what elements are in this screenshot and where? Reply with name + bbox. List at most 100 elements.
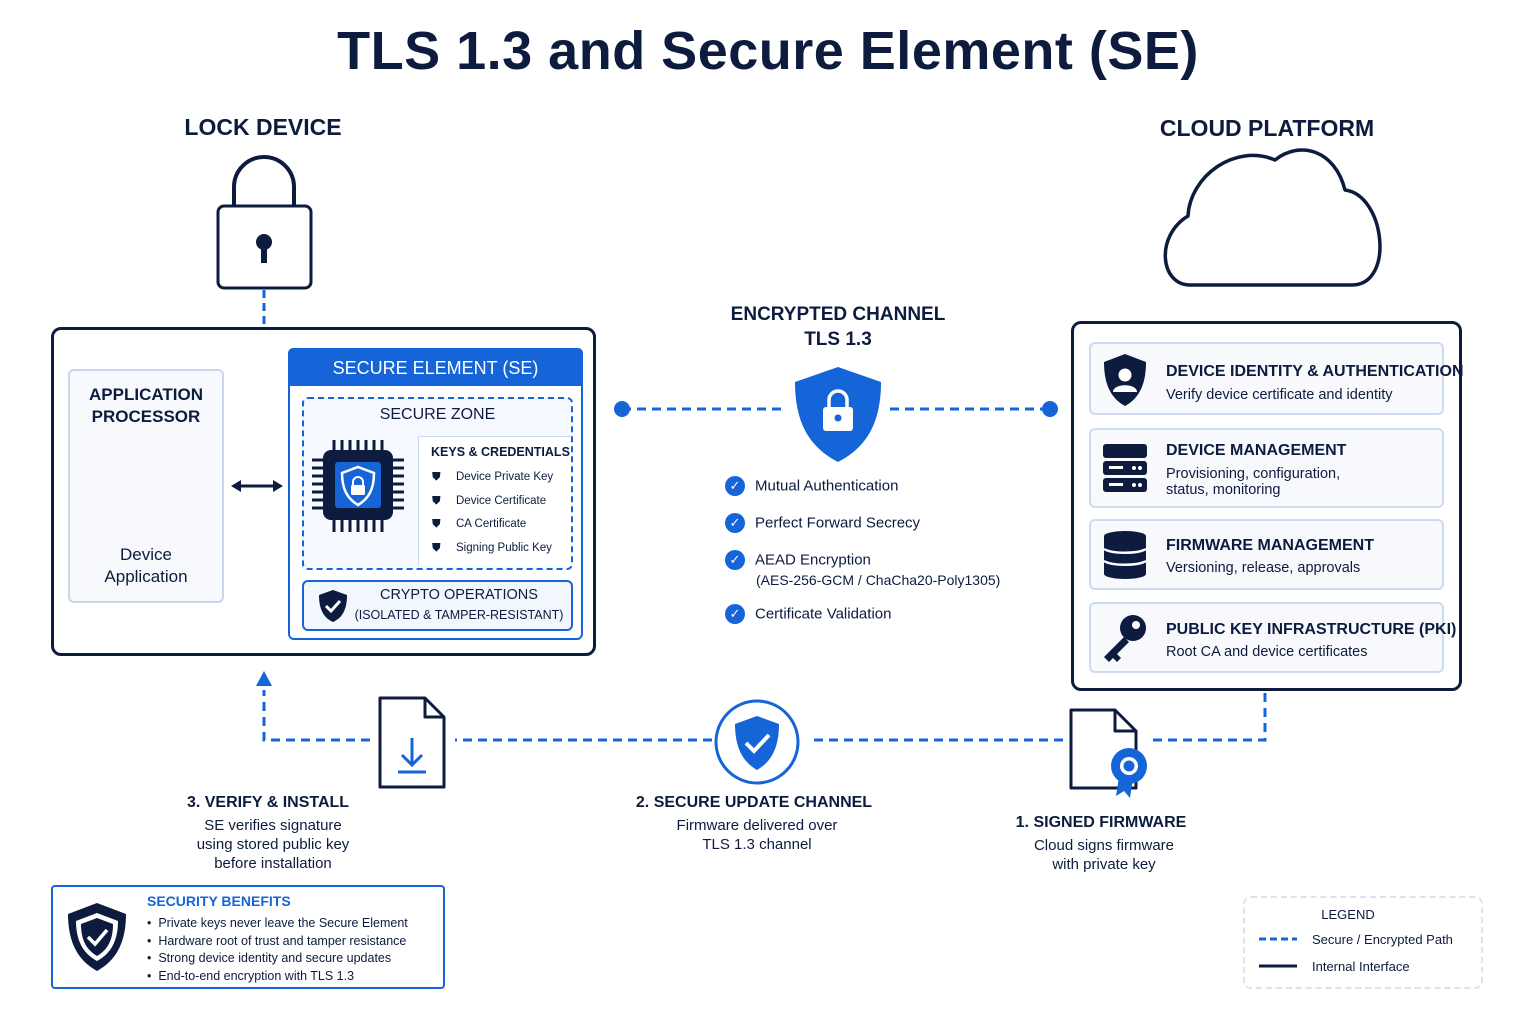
check-icon: ✓ [725, 513, 745, 533]
feature-item: ✓ Mutual Authentication [725, 476, 898, 496]
key-label: Device Certificate [456, 495, 547, 507]
channel-endpoint-right [1042, 401, 1058, 417]
key-label: Signing Public Key [456, 542, 552, 554]
service-pki-box [1089, 602, 1444, 673]
benefit-item: • Private keys never leave the Secure El… [147, 916, 408, 930]
benefit-label: Strong device identity and secure update… [158, 951, 392, 965]
service-identity-box [1089, 342, 1444, 415]
crypto-operations-title: CRYPTO OPERATIONS [380, 587, 538, 603]
service-desc: Verify device certificate and identity [1166, 387, 1393, 403]
step-signed-firmware-desc: Cloud signs firmware with private key [974, 836, 1234, 874]
step-desc-line: before installation [214, 855, 332, 872]
padlock-icon [216, 155, 313, 290]
app-processor-title: APPLICATION PROCESSOR [68, 384, 224, 428]
legend-item-internal-interface: Internal Interface [1312, 959, 1410, 974]
app-processor-title-line1: APPLICATION [89, 385, 203, 404]
feature-label: Certificate Validation [755, 605, 892, 623]
service-title: FIRMWARE MANAGEMENT [1166, 537, 1374, 554]
service-management-box [1089, 428, 1444, 508]
app-processor-title-line2: PROCESSOR [91, 407, 201, 426]
step-desc-line: SE verifies signature [204, 817, 342, 834]
feature-item: ✓ AEAD Encryption [725, 550, 871, 570]
service-desc: Provisioning, configuration, [1166, 466, 1341, 482]
crypto-operations-subtitle: (ISOLATED & TAMPER-RESISTANT) [354, 608, 564, 622]
secure-update-shield-icon [714, 699, 800, 785]
step-signed-firmware-title: 1. SIGNED FIRMWARE [1015, 814, 1187, 831]
step-desc-line: Firmware delivered over [676, 817, 838, 834]
secure-chip-icon [312, 440, 404, 532]
secure-zone-title: SECURE ZONE [379, 406, 496, 423]
service-desc: Versioning, release, approvals [1166, 560, 1361, 576]
feature-label: Mutual Authentication [755, 477, 899, 495]
service-title: PUBLIC KEY INFRASTRUCTURE (PKI) [1166, 621, 1457, 638]
benefit-label: Hardware root of trust and tamper resist… [158, 934, 407, 948]
crypto-shield-icon [319, 590, 347, 622]
legend-box [1243, 896, 1483, 989]
step-verify-install-title: 3. VERIFY & INSTALL [186, 794, 350, 811]
service-title: DEVICE MANAGEMENT [1166, 442, 1347, 459]
check-icon: ✓ [725, 476, 745, 496]
key-item: ⛊CA Certificate [432, 518, 526, 531]
user-shield-icon [1104, 354, 1146, 406]
internal-interface-arrow [231, 480, 283, 492]
channel-title-line2: TLS 1.3 [804, 329, 872, 350]
security-benefits-title: SECURITY BENEFITS [147, 893, 291, 909]
key-icon: ⛊ [432, 471, 441, 483]
database-icon [1103, 531, 1147, 579]
app-processor-subtitle: Device Application [68, 544, 224, 588]
security-benefits-box [51, 885, 445, 989]
step-desc-line: using stored public key [196, 836, 350, 853]
key-icon: ⛊ [432, 542, 441, 554]
step-verify-install-desc: SE verifies signature using stored publi… [143, 816, 403, 873]
key-item: ⛊ Device Certificate [432, 495, 546, 508]
feature-label: Perfect Forward Secrecy [755, 514, 921, 532]
benefit-item: • Strong device identity and secure upda… [147, 951, 392, 965]
key-label: CA Certificate [456, 518, 527, 530]
legend-title: LEGEND [1321, 907, 1375, 922]
feature-label: AEAD Encryption [755, 551, 871, 569]
service-firmware-box [1089, 519, 1444, 590]
key-item: ⛊ Device Private Key [432, 471, 553, 484]
step-desc-line: with private key [1052, 856, 1156, 873]
cloud-platform-box [1071, 321, 1462, 691]
secure-element-header: SECURE ELEMENT (SE) [288, 348, 583, 386]
service-desc: Root CA and device certificates [1166, 644, 1368, 660]
step-desc-line: Cloud signs firmware [1033, 837, 1175, 854]
benefit-label: End-to-end encryption with TLS 1.3 [158, 969, 355, 983]
feature-item: ✓ Perfect Forward Secrecy [725, 513, 920, 533]
service-desc-line2: status, monitoring [1166, 482, 1281, 498]
keys-credentials-box [418, 436, 571, 566]
lock-device-box [51, 327, 596, 656]
signed-firmware-icon [1069, 708, 1147, 798]
cloud-platform-title: CLOUD PLATFORM [1159, 115, 1375, 141]
key-icon [1104, 615, 1146, 662]
feature-item: ✓Certificate Validation [725, 604, 891, 624]
benefits-shield-icon [68, 903, 126, 971]
app-processor-sub-line1: Device [120, 545, 172, 564]
legend-item-secure-path: Secure / Encrypted Path [1312, 932, 1453, 947]
step-secure-channel-desc: Firmware delivered over TLS 1.3 channel [607, 816, 907, 854]
key-icon: ⛊ [432, 495, 441, 507]
key-label: Device Private Key [456, 471, 554, 483]
key-item: ⛊ Signing Public Key [432, 542, 552, 555]
benefit-item: • Hardware root of trust and tamper resi… [147, 934, 407, 948]
lock-device-title: LOCK DEVICE [184, 114, 342, 140]
step-secure-channel-title: 2. SECURE UPDATE CHANNEL [635, 794, 873, 811]
check-icon: ✓ [725, 550, 745, 570]
shield-lock-icon [795, 367, 881, 462]
benefit-label: Private keys never leave the Secure Elem… [158, 916, 408, 930]
service-title: DEVICE IDENTITY & AUTHENTICATION [1166, 363, 1464, 380]
channel-endpoint-left [614, 401, 630, 417]
install-arrowhead [256, 671, 272, 686]
download-document-icon [378, 696, 446, 789]
crypto-operations-box [302, 580, 573, 631]
benefit-item: • End-to-end encryption with TLS 1.3 [147, 969, 355, 983]
app-processor-sub-line2: Application [104, 567, 188, 586]
channel-title-line1: ENCRYPTED CHANNEL [730, 304, 946, 325]
encrypted-channel-title: ENCRYPTED CHANNEL TLS 1.3 [690, 302, 986, 352]
step-desc-line: TLS 1.3 channel [702, 836, 812, 853]
application-processor-box [68, 369, 224, 603]
server-stack-icon [1103, 444, 1147, 492]
aead-detail: (AES-256-GCM / ChaCha20-Poly1305) [756, 572, 1001, 588]
keys-credentials-title: KEYS & CREDENTIALS [431, 445, 570, 459]
